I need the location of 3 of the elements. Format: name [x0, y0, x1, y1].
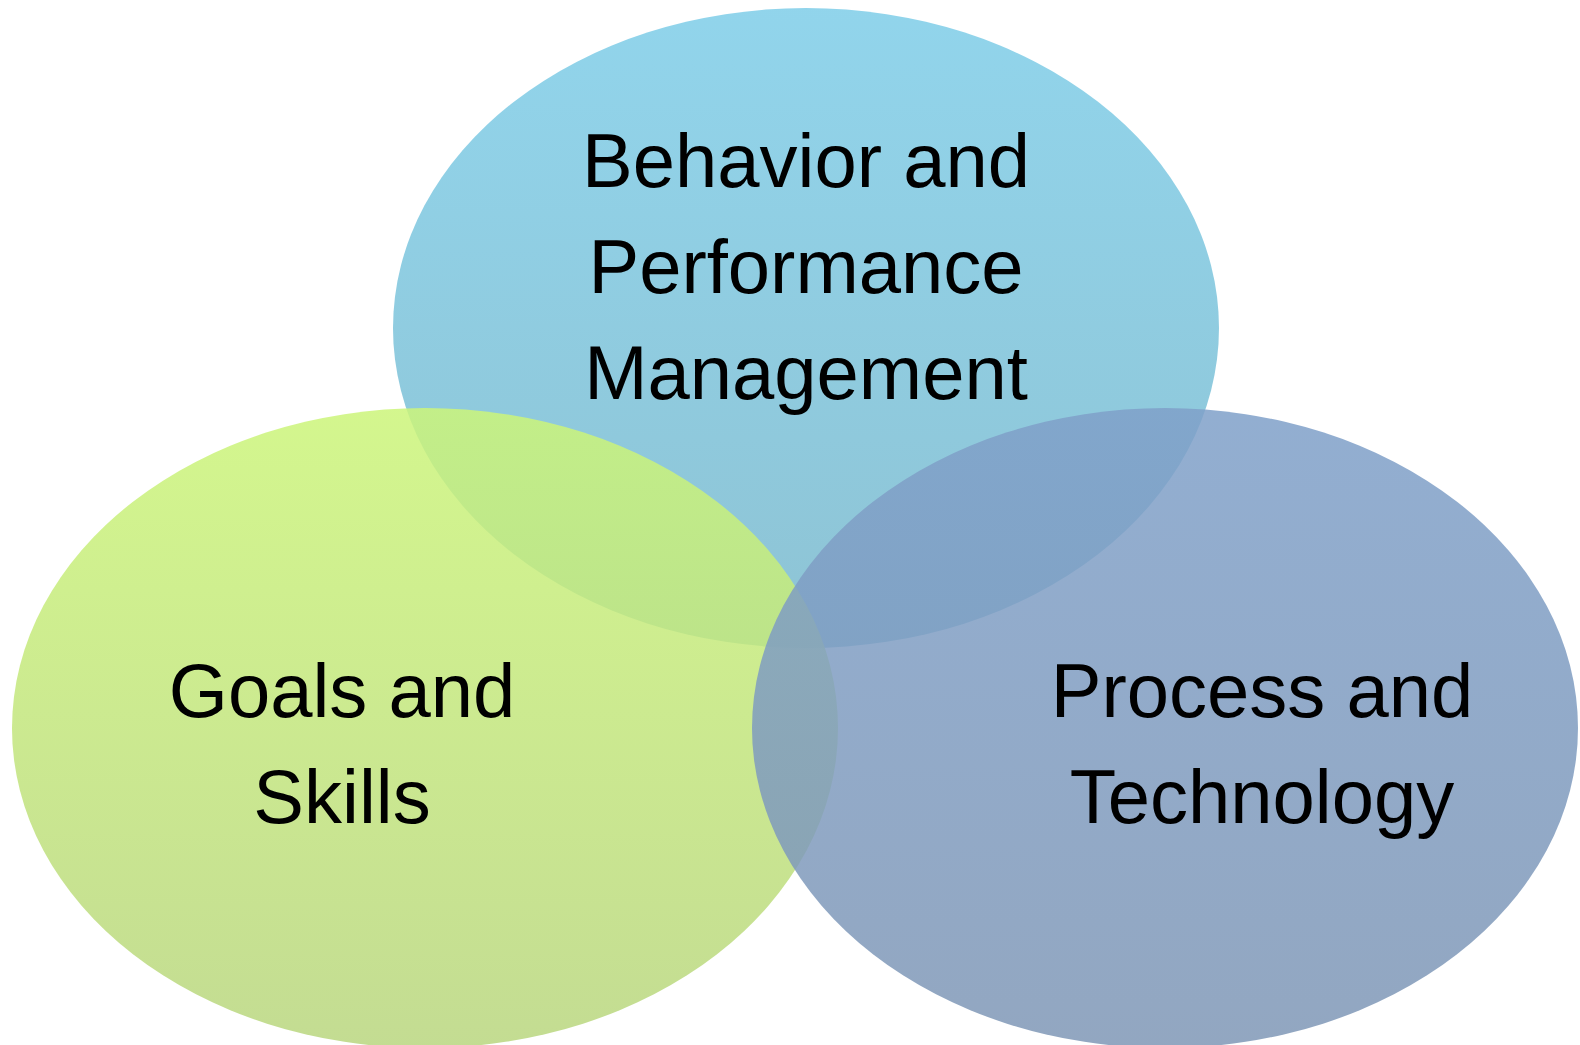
ellipse-label: Behavior and Performance Management [581, 117, 1031, 417]
ellipse-label: Process and Technology [1049, 647, 1475, 841]
ellipse-label: Goals and Skills [167, 647, 517, 841]
